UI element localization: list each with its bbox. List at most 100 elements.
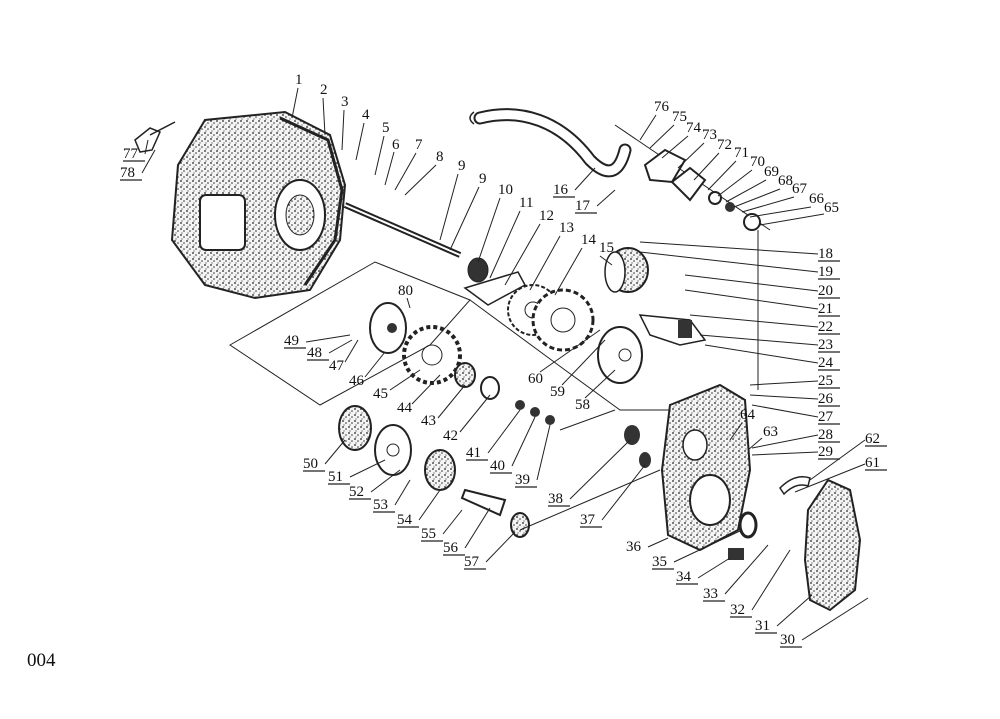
label-73: 73 bbox=[702, 127, 717, 143]
bearing-43-42 bbox=[454, 362, 500, 400]
label-35: 35 bbox=[652, 554, 667, 570]
plate-23 bbox=[638, 314, 707, 346]
label-21: 21 bbox=[818, 301, 833, 317]
main-housing bbox=[170, 110, 347, 300]
label-59: 59 bbox=[550, 384, 565, 400]
label-26: 26 bbox=[818, 391, 834, 407]
label-65: 65 bbox=[824, 200, 839, 216]
label-57: 57 bbox=[464, 554, 480, 570]
label-48: 48 bbox=[307, 345, 322, 361]
label-34: 34 bbox=[676, 569, 692, 585]
cover bbox=[803, 478, 862, 612]
label-54: 54 bbox=[397, 512, 413, 528]
label-23: 23 bbox=[818, 337, 833, 353]
side-housing bbox=[660, 383, 752, 552]
label-68: 68 bbox=[778, 173, 793, 189]
label-76: 76 bbox=[654, 99, 670, 115]
label-77: 77 bbox=[123, 146, 139, 162]
main-shaft bbox=[343, 202, 462, 258]
label-53: 53 bbox=[373, 497, 388, 513]
label-29: 29 bbox=[818, 444, 833, 460]
label-18: 18 bbox=[818, 246, 833, 262]
label-45: 45 bbox=[373, 386, 388, 402]
bracket-77-78 bbox=[134, 121, 176, 153]
label-63: 63 bbox=[763, 424, 778, 440]
label-7: 7 bbox=[415, 137, 423, 153]
assembly-outlines bbox=[229, 230, 759, 531]
label-28: 28 bbox=[818, 427, 833, 443]
plate-51 bbox=[374, 424, 412, 476]
label-41: 41 bbox=[466, 445, 481, 461]
label-55: 55 bbox=[421, 526, 436, 542]
label-78: 78 bbox=[120, 165, 135, 181]
label-15: 15 bbox=[599, 240, 614, 256]
label-47: 47 bbox=[329, 358, 345, 374]
label-44: 44 bbox=[397, 400, 413, 416]
label-74: 74 bbox=[686, 120, 702, 136]
label-27: 27 bbox=[818, 409, 834, 425]
label-33: 33 bbox=[703, 586, 718, 602]
label-14: 14 bbox=[581, 232, 597, 248]
label-10: 10 bbox=[498, 182, 513, 198]
sprocket-45 bbox=[402, 325, 462, 385]
label-5: 5 bbox=[382, 120, 390, 136]
label-49: 49 bbox=[284, 333, 299, 349]
label-13: 13 bbox=[559, 220, 574, 236]
label-3: 3 bbox=[341, 94, 349, 110]
label-70: 70 bbox=[750, 154, 765, 170]
label-43: 43 bbox=[421, 413, 436, 429]
label-64: 64 bbox=[740, 407, 756, 423]
gear-38 bbox=[624, 425, 651, 468]
label-1: 1 bbox=[295, 72, 303, 88]
label-2: 2 bbox=[320, 82, 328, 98]
label-32: 32 bbox=[730, 602, 745, 618]
cam-46 bbox=[369, 302, 407, 354]
label-24: 24 bbox=[818, 355, 834, 371]
label-16: 16 bbox=[553, 182, 569, 198]
label-17: 17 bbox=[575, 198, 591, 214]
label-50: 50 bbox=[303, 456, 318, 472]
label-46: 46 bbox=[349, 373, 365, 389]
label-31: 31 bbox=[755, 618, 770, 634]
label-75: 75 bbox=[672, 109, 687, 125]
label-62: 62 bbox=[865, 431, 880, 447]
label-60: 60 bbox=[528, 371, 543, 387]
plate-58 bbox=[597, 326, 643, 384]
cylinder-15 bbox=[604, 247, 649, 293]
label-6: 6 bbox=[392, 137, 400, 153]
label-66: 66 bbox=[809, 191, 825, 207]
label-11: 11 bbox=[519, 195, 533, 211]
label-39: 39 bbox=[515, 472, 530, 488]
clutch-50 bbox=[338, 405, 372, 451]
curved-pipe bbox=[469, 108, 632, 178]
part-labels: 1 2 3 4 5 6 7 8 9 9 10 11 12 13 14 15 16… bbox=[120, 72, 887, 648]
bracket-61-62 bbox=[779, 476, 811, 496]
label-37: 37 bbox=[580, 512, 596, 528]
label-12: 12 bbox=[539, 208, 554, 224]
label-8: 8 bbox=[436, 149, 444, 165]
page-number: 004 bbox=[27, 650, 56, 671]
label-36: 36 bbox=[626, 539, 642, 555]
label-72: 72 bbox=[717, 137, 732, 153]
label-71: 71 bbox=[734, 145, 749, 161]
label-22: 22 bbox=[818, 319, 833, 335]
label-52: 52 bbox=[349, 484, 364, 500]
hub-54 bbox=[424, 449, 456, 491]
label-51: 51 bbox=[328, 469, 343, 485]
label-20: 20 bbox=[818, 283, 833, 299]
label-40: 40 bbox=[490, 458, 505, 474]
label-80: 80 bbox=[398, 283, 413, 299]
label-19: 19 bbox=[818, 264, 833, 280]
label-61: 61 bbox=[865, 455, 880, 471]
bracket-assembly-65-76 bbox=[614, 124, 771, 231]
label-9b: 9 bbox=[479, 171, 487, 187]
label-67: 67 bbox=[792, 181, 808, 197]
washer-35 bbox=[738, 511, 758, 539]
spindle-56 bbox=[460, 488, 530, 538]
block-34 bbox=[728, 548, 744, 560]
washers-39-41 bbox=[515, 400, 555, 425]
label-38: 38 bbox=[548, 491, 563, 507]
label-25: 25 bbox=[818, 373, 833, 389]
label-58: 58 bbox=[575, 397, 590, 413]
